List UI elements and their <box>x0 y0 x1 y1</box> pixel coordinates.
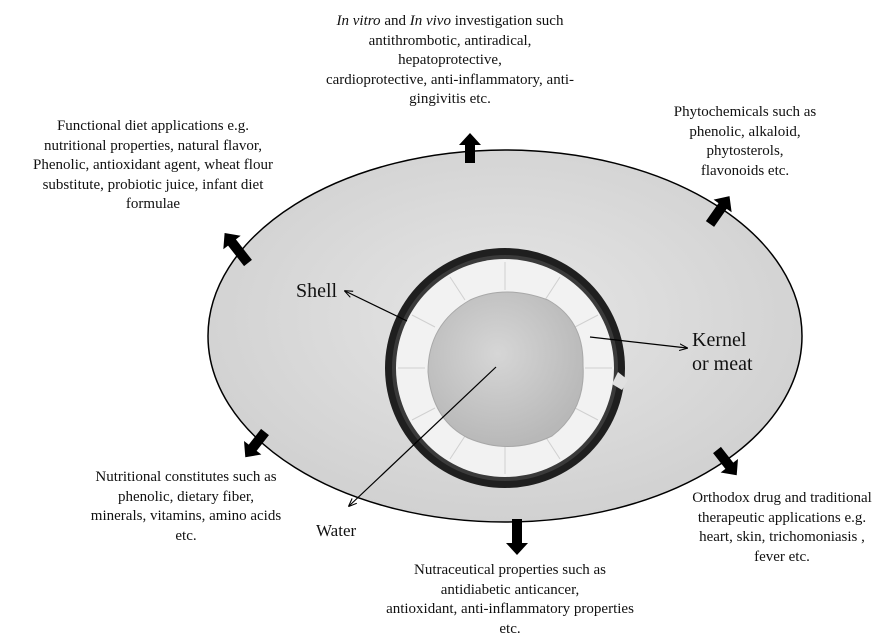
in-vitro-line-3: hepatoprotective, <box>290 51 610 71</box>
phytochemicals-line-3: phytosterols, <box>660 142 830 162</box>
coconut-water-cavity <box>428 292 583 447</box>
orthodox-line-1: Orthodox drug and traditional <box>672 489 892 509</box>
kernel-label-line2: or meat <box>692 352 753 376</box>
nutraceutical-line-1: Nutraceutical properties such as <box>360 561 660 581</box>
nutritional-line-3: minerals, vitamins, amino acids <box>66 507 306 527</box>
functional-diet-line-2: nutritional properties, natural flavor, <box>8 137 298 157</box>
nutritional-line-4: etc. <box>66 527 306 547</box>
functional-diet-line-1: Functional diet applications e.g. <box>8 117 298 137</box>
phytochemicals-line-2: phenolic, alkaloid, <box>660 123 830 143</box>
functional-diet-line-4: substitute, probiotic juice, infant diet <box>8 176 298 196</box>
shell-label: Shell <box>296 279 337 303</box>
orthodox-line-4: fever etc. <box>672 548 892 568</box>
nutraceutical-line-3: antioxidant, anti-inflammatory propertie… <box>360 600 660 620</box>
in-vitro-and: and <box>381 13 410 29</box>
orthodox-text: Orthodox drug and traditional therapeuti… <box>672 489 892 567</box>
functional-diet-text: Functional diet applications e.g. nutrit… <box>8 117 298 215</box>
in-vivo-em: In vivo <box>410 13 451 29</box>
in-vitro-line-5: gingivitis etc. <box>290 90 610 110</box>
nutraceutical-line-4: etc. <box>360 620 660 639</box>
in-vitro-line-1-rest: investigation such <box>451 13 564 29</box>
phytochemicals-line-1: Phytochemicals such as <box>660 103 830 123</box>
orthodox-line-3: heart, skin, trichomoniasis , <box>672 528 892 548</box>
in-vitro-line-4: cardioprotective, anti-inflammatory, ant… <box>290 71 610 91</box>
nutraceutical-text: Nutraceutical properties such as antidia… <box>360 561 660 639</box>
kernel-label: Kernel or meat <box>692 328 753 376</box>
in-vitro-text: In vitro and In vivo investigation such … <box>290 12 610 110</box>
in-vitro-line-2: antithrombotic, antiradical, <box>290 32 610 52</box>
functional-diet-line-3: Phenolic, antioxidant agent, wheat flour <box>8 156 298 176</box>
nutraceutical-line-2: antidiabetic anticancer, <box>360 581 660 601</box>
in-vitro-em: In vitro <box>337 13 381 29</box>
orthodox-line-2: therapeutic applications e.g. <box>672 509 892 529</box>
arrow-to-nutraceutical <box>506 519 528 555</box>
nutritional-line-1: Nutritional constitutes such as <box>66 468 306 488</box>
phytochemicals-text: Phytochemicals such as phenolic, alkaloi… <box>660 103 830 181</box>
functional-diet-line-5: formulae <box>8 195 298 215</box>
nutritional-text: Nutritional constitutes such as phenolic… <box>66 468 306 546</box>
water-label: Water <box>316 520 356 541</box>
nutritional-line-2: phenolic, dietary fiber, <box>66 488 306 508</box>
phytochemicals-line-4: flavonoids etc. <box>660 162 830 182</box>
kernel-label-line1: Kernel <box>692 328 753 352</box>
in-vitro-line-1: In vitro and In vivo investigation such <box>290 12 610 32</box>
